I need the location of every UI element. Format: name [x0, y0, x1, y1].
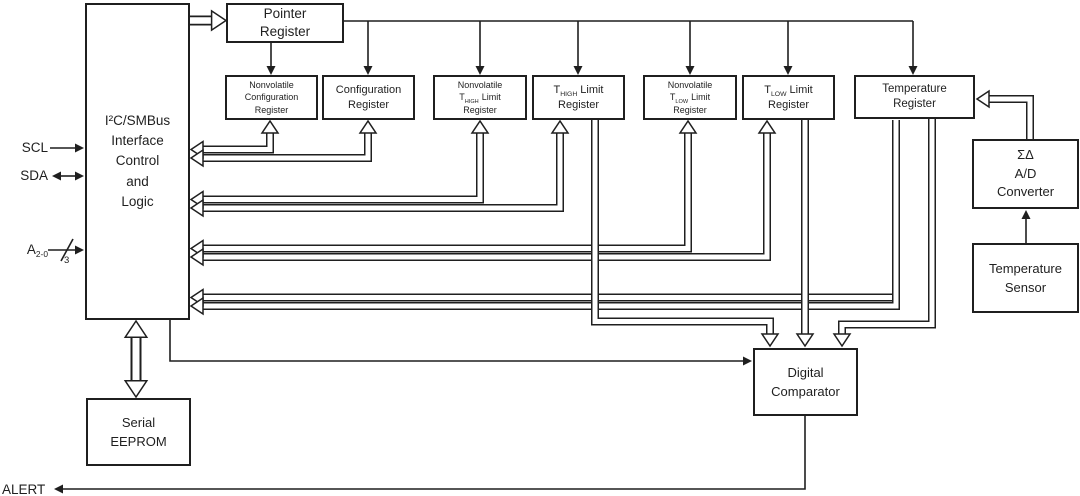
block-nonvolatile-configuration-register: Nonvolatile Configuration Register [225, 75, 318, 120]
block-pointer-register: Pointer Register [226, 3, 344, 43]
solid-wires [48, 20, 1031, 494]
block-temperature-register: Temperature Register [854, 75, 975, 119]
pin-label-alert: ALERT [2, 482, 46, 496]
block-serial-eeprom: Serial EEPROM [86, 398, 191, 466]
pin-label-sda: SDA [20, 168, 48, 183]
block-sigma-delta-ad-converter: ΣΔ A/D Converter [972, 139, 1079, 209]
bus-arrowheads [123, 9, 990, 399]
bus-wires [130, 15, 1034, 385]
pin-label-scl: SCL [21, 140, 48, 155]
block-i2c-smbus-interface-control-logic: I²C/SMBus Interface Control and Logic [85, 3, 190, 320]
block-configuration-register: Configuration Register [322, 75, 415, 120]
pin-label-address: A2-0 [26, 242, 48, 259]
address-bus-width: 3 [64, 255, 70, 266]
block-temperature-sensor: Temperature Sensor [972, 243, 1079, 313]
block-digital-comparator: Digital Comparator [753, 348, 858, 416]
